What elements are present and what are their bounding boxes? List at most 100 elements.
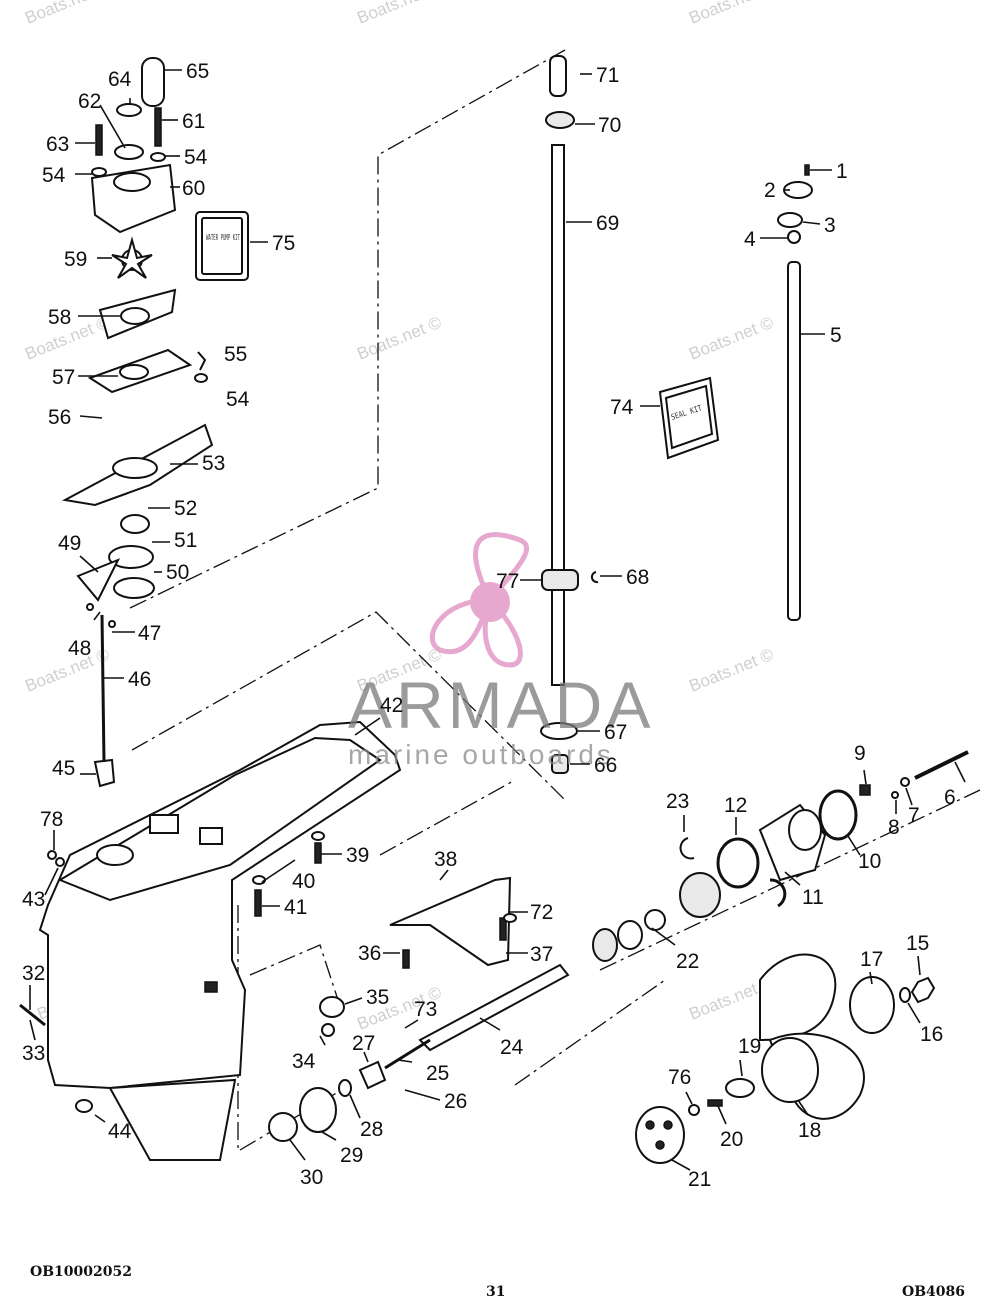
grommet-64	[116, 103, 142, 117]
label-23: 23	[666, 790, 689, 813]
water-tube-65	[141, 57, 165, 107]
bushing-3	[777, 212, 803, 228]
hole	[655, 1140, 665, 1150]
seal-52	[120, 514, 150, 534]
label-55: 55	[224, 343, 247, 366]
screw-63	[95, 124, 103, 156]
label-52: 52	[174, 497, 197, 520]
shift-rod-46	[100, 614, 106, 763]
label-59: 59	[64, 248, 87, 271]
plug-9	[859, 784, 871, 796]
page-number: 31	[486, 1284, 505, 1298]
label-74: 74	[610, 396, 634, 419]
water-pump-kit-75: WATER PUMP KIT	[195, 211, 249, 281]
brand-name: ARMADA	[348, 668, 654, 742]
water-pump-assembly	[61, 57, 214, 602]
screw-41	[254, 889, 262, 917]
gasket-49	[76, 558, 121, 602]
washer-40	[311, 831, 325, 841]
label-47: 47	[138, 622, 161, 645]
washer-19	[725, 1078, 755, 1098]
part-labels: 65 64 62 63 61 54 54 60 75 59 58 55 57 5…	[22, 60, 956, 1191]
shift-rod-assembly	[777, 164, 813, 621]
impeller-59	[111, 236, 153, 279]
label-45: 45	[52, 757, 75, 780]
label-32: 32	[22, 962, 45, 985]
label-70: 70	[598, 114, 621, 137]
washer-8	[891, 791, 899, 799]
label-29: 29	[340, 1144, 363, 1167]
connector-45	[93, 758, 116, 788]
armada-logo: ARMADA marine outboards	[348, 532, 654, 770]
seal-kit-74: SEAL KIT	[658, 376, 720, 460]
nut-15	[910, 976, 936, 1004]
label-58: 58	[48, 306, 71, 329]
label-11: 11	[802, 886, 824, 909]
pin-55	[197, 351, 207, 371]
retainer-68	[590, 571, 599, 584]
label-66: 66	[594, 754, 617, 777]
label-68: 68	[626, 566, 649, 589]
label-36: 36	[358, 942, 381, 965]
pump-housing-port	[113, 172, 151, 192]
thrust-washer-21	[635, 1106, 685, 1164]
screw-61	[154, 107, 162, 147]
screw-1	[804, 164, 810, 176]
forward-gear-29	[299, 1087, 337, 1133]
label-38: 38	[434, 848, 457, 871]
housing-53-boss	[112, 457, 158, 479]
leader-lines	[29, 69, 966, 1171]
o-ring-51	[108, 545, 154, 569]
label-7: 7	[908, 804, 920, 827]
clutch-27	[358, 1060, 387, 1090]
label-41: 41	[284, 896, 307, 919]
label-16: 16	[920, 1023, 943, 1046]
washer-54	[91, 167, 107, 177]
kit-label: WATER PUMP KIT	[206, 233, 240, 242]
label-25: 25	[426, 1062, 449, 1085]
pin-48	[86, 603, 94, 611]
retaining-ring-23	[679, 837, 695, 860]
label-28: 28	[360, 1118, 383, 1141]
label-30: 30	[300, 1166, 323, 1189]
screw-36	[402, 949, 410, 969]
label-1: 1	[836, 160, 848, 183]
plug-78	[47, 850, 57, 860]
washer-72	[503, 913, 517, 923]
gearcase-pocket	[149, 814, 179, 834]
label-54: 54	[226, 388, 250, 411]
cover-38	[389, 876, 512, 967]
watermark: Boats.net ©	[686, 645, 776, 696]
label-9: 9	[854, 742, 866, 765]
label-46: 46	[128, 668, 151, 691]
label-4: 4	[744, 228, 756, 251]
label-65: 65	[186, 60, 209, 83]
gearcase-42	[19, 603, 402, 1161]
bearing-22	[679, 872, 721, 918]
washer-28	[338, 1079, 352, 1097]
label-51: 51	[174, 529, 197, 552]
gear-train	[268, 750, 969, 1142]
label-17: 17	[860, 948, 883, 971]
label-56: 56	[48, 406, 71, 429]
label-69: 69	[596, 212, 619, 235]
label-43: 43	[22, 888, 45, 911]
o-ring-12	[716, 837, 760, 889]
plate-58-hole	[120, 307, 150, 325]
o-ring-10	[818, 789, 858, 841]
screw-20	[707, 1099, 723, 1107]
brand-tagline: marine outboards	[348, 739, 614, 770]
label-57: 57	[52, 366, 75, 389]
label-77: 77	[496, 570, 519, 593]
gearcase-top-deck	[57, 736, 382, 902]
pin-76	[688, 1104, 700, 1116]
label-8: 8	[888, 816, 900, 839]
shift-plunger-25	[384, 1038, 431, 1070]
o-ring-4	[787, 230, 801, 244]
label-24: 24	[500, 1036, 524, 1059]
bearing-66	[551, 754, 569, 774]
label-54: 54	[42, 164, 66, 187]
label-67: 67	[604, 721, 627, 744]
label-49: 49	[58, 532, 81, 555]
